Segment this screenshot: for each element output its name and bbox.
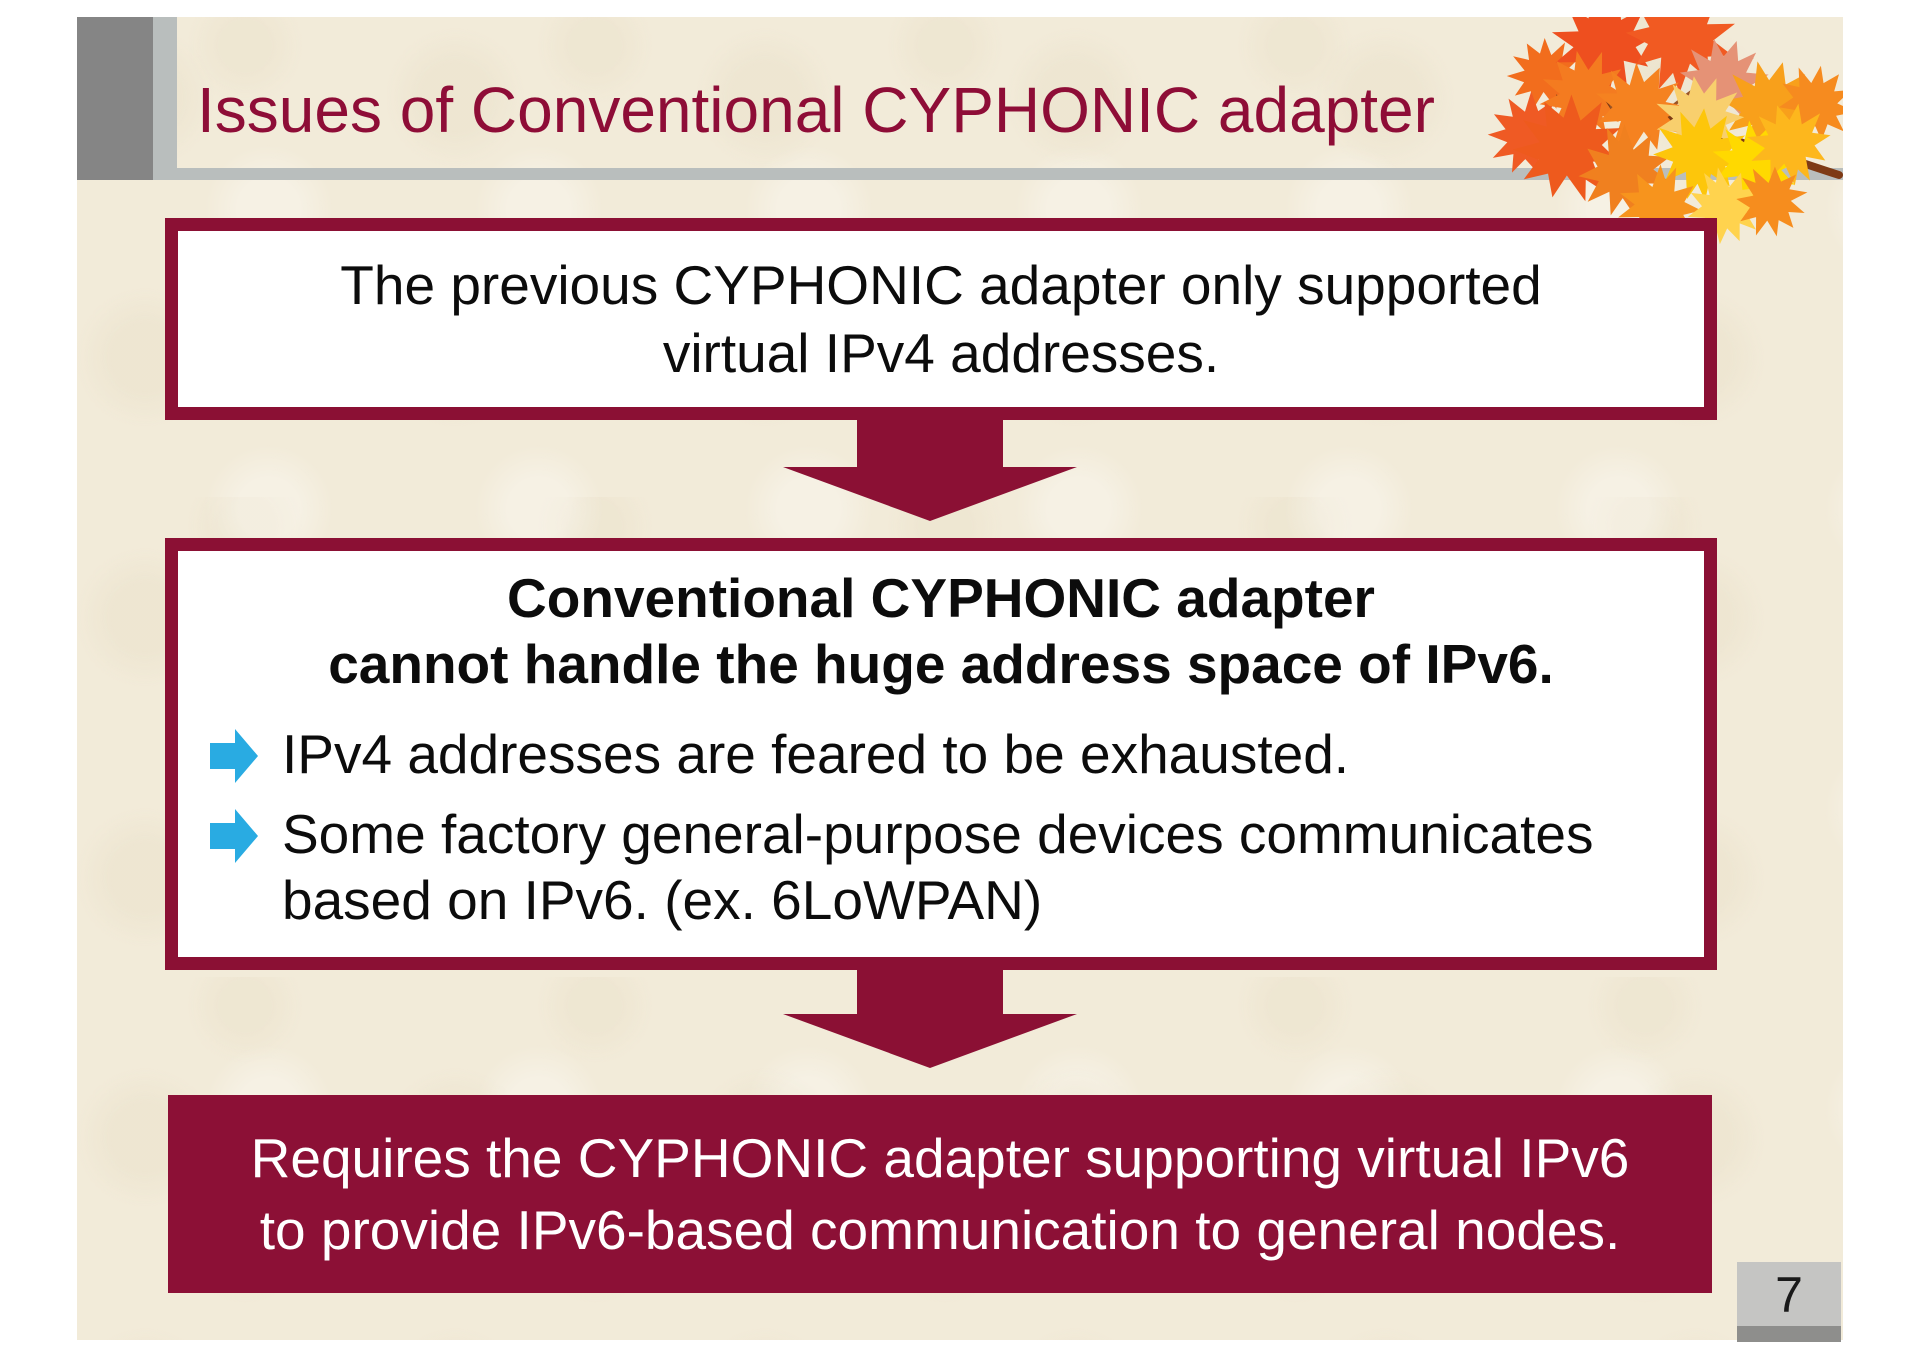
conclusion-line-1: Requires the CYPHONIC adapter supporting… bbox=[250, 1127, 1630, 1189]
bullet2-line-2: based on IPv6. (ex. 6LoWPAN) bbox=[282, 869, 1043, 931]
conclusion-box: Requires the CYPHONIC adapter supporting… bbox=[168, 1095, 1712, 1293]
premise-line-1: The previous CYPHONIC adapter only suppo… bbox=[340, 254, 1542, 316]
problem-box: Conventional CYPHONIC adapter cannot han… bbox=[165, 538, 1717, 970]
down-arrow-icon bbox=[783, 958, 1077, 1068]
bullet2-line-1: Some factory general-purpose devices com… bbox=[282, 803, 1594, 865]
premise-box: The previous CYPHONIC adapter only suppo… bbox=[165, 218, 1717, 420]
problem-bullets: IPv4 addresses are feared to be exhauste… bbox=[178, 721, 1704, 933]
title-underline-bar bbox=[153, 168, 1843, 180]
bullet-item: Some factory general-purpose devices com… bbox=[210, 801, 1704, 933]
right-arrow-bullet-icon bbox=[210, 809, 258, 863]
maple-leaves-icon bbox=[1473, 17, 1843, 256]
title-accent-bar bbox=[77, 17, 153, 180]
problem-heading-line-1: Conventional CYPHONIC adapter bbox=[507, 567, 1375, 629]
bullet-text: IPv4 addresses are feared to be exhauste… bbox=[282, 721, 1349, 787]
page-number-strip bbox=[1737, 1326, 1841, 1342]
bullet1-line-1: IPv4 addresses are feared to be exhauste… bbox=[282, 723, 1350, 785]
problem-heading: Conventional CYPHONIC adapter cannot han… bbox=[178, 551, 1704, 697]
conclusion-line-2: to provide IPv6-based communication to g… bbox=[259, 1199, 1621, 1261]
bullet-item: IPv4 addresses are feared to be exhauste… bbox=[210, 721, 1704, 787]
title-shadow-vertical bbox=[153, 17, 177, 180]
page-number-box: 7 bbox=[1737, 1262, 1841, 1342]
bullet-text: Some factory general-purpose devices com… bbox=[282, 801, 1593, 933]
down-arrow-icon bbox=[783, 411, 1077, 521]
page-number: 7 bbox=[1775, 1267, 1803, 1323]
problem-heading-line-2: cannot handle the huge address space of … bbox=[328, 633, 1554, 695]
slide-canvas: Issues of Conventional CYPHONIC adapter bbox=[77, 17, 1843, 1342]
premise-line-2: virtual IPv4 addresses. bbox=[662, 322, 1220, 384]
slide-title: Issues of Conventional CYPHONIC adapter bbox=[197, 74, 1435, 146]
right-arrow-bullet-icon bbox=[210, 729, 258, 783]
